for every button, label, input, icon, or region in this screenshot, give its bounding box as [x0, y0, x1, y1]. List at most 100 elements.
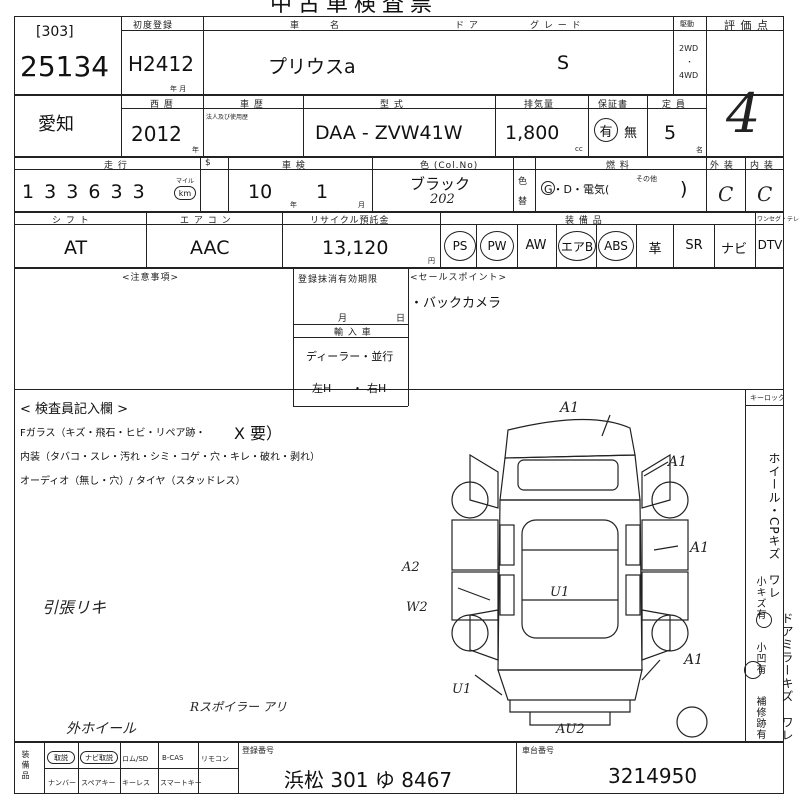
- interior-label: 内 装: [750, 161, 774, 171]
- page-title: 中古車検査票: [270, 0, 439, 17]
- aircon-value: AAC: [190, 237, 230, 259]
- damage-a1-right-3: A1: [684, 652, 704, 668]
- color-change-2: 替: [518, 197, 528, 207]
- first-reg-label: 初度登録: [133, 21, 174, 31]
- import-dot: ・: [352, 382, 363, 395]
- displacement-label: 排気量: [524, 100, 555, 110]
- footer-equip-label: 装 備 品: [21, 750, 30, 780]
- plate-label: 登録番号: [242, 746, 274, 755]
- tv-label: ワンセグ・テレビ: [757, 216, 800, 223]
- damage-u1-center: U1: [550, 585, 570, 600]
- row-notes: [14, 268, 784, 390]
- model-label: 型 式: [380, 100, 404, 110]
- mileage-label: 走 行: [104, 161, 128, 171]
- inspection-month: 1: [316, 181, 329, 203]
- history-label: 車 歴: [240, 100, 264, 110]
- inspector-line-1: Fガラス（キズ・飛石・ヒビ・リペア跡・: [20, 428, 206, 439]
- capacity-value: 5: [664, 122, 677, 144]
- score-value: 4: [726, 82, 761, 145]
- first-reg-value: H2412: [128, 52, 194, 76]
- sales-point-item: ・バックカメラ: [410, 296, 502, 311]
- row-basic-info: [14, 16, 784, 95]
- color-code: 202: [430, 192, 455, 207]
- right-strip-circle: [756, 612, 772, 628]
- inspector-line-2: 内装（タバコ・スレ・汚れ・シミ・コゲ・穴・キレ・破れ・剥れ）: [20, 452, 320, 463]
- right-strip-sub1: 小キズ有: [754, 576, 765, 620]
- equip-leather: 革: [648, 242, 662, 257]
- inspector-label: < 検査員記入欄 >: [20, 402, 129, 417]
- inspection-label: 車 検: [282, 161, 306, 171]
- equip-navi: ナビ: [720, 242, 747, 257]
- aircon-label: エ ア コ ン: [180, 216, 232, 226]
- row-mileage-info: [14, 157, 784, 212]
- fuel-close: ): [680, 178, 688, 200]
- inspection-year: 10: [248, 181, 273, 203]
- fuel-gas-circle: [541, 181, 555, 195]
- damage-a2: A2: [402, 560, 420, 575]
- warranty-yes: 有: [594, 118, 618, 142]
- reg-expiry-label: 登録抹消有効期限: [298, 275, 379, 285]
- first-reg-sub: 年 月: [170, 85, 187, 93]
- grade-label: グ レ ー ド: [530, 21, 582, 31]
- displacement-value: 1,800: [505, 122, 560, 144]
- recycle-label: リサイクル預託金: [310, 216, 390, 226]
- warranty-label: 保証書: [598, 100, 629, 110]
- chassis-value: 3214950: [608, 764, 698, 788]
- color-label: 色 (Col.No): [420, 161, 479, 171]
- recycle-value: 13,120: [322, 237, 389, 259]
- mileage-unit-km: km: [174, 186, 196, 200]
- year-value: 2012: [131, 122, 182, 146]
- color-value: ブラック: [410, 175, 471, 193]
- dollar-label: $: [205, 158, 212, 168]
- right-strip-sub2: 小凹有: [754, 642, 765, 675]
- damage-a1-top: A1: [560, 400, 580, 416]
- footer-item-smart-key: スマートキー: [160, 779, 202, 787]
- grade-value: S: [557, 52, 570, 74]
- equip-tv: DTV: [757, 238, 783, 252]
- year-label: 西 暦: [150, 100, 174, 110]
- capacity-unit: 名: [696, 146, 703, 154]
- capacity-label: 定 員: [662, 100, 686, 110]
- footer-row: [14, 742, 784, 794]
- footer-item-keyless: キーレス: [122, 779, 150, 787]
- key-lock-label: キーロック: [750, 394, 785, 402]
- recycle-unit: 円: [428, 257, 435, 265]
- equip-aw: AW: [525, 238, 547, 253]
- right-strip-circle-2: [744, 661, 762, 679]
- damage-au2: AU2: [556, 722, 585, 737]
- model-value: DAA - ZVW41W: [315, 122, 463, 144]
- import-right: 右H: [367, 382, 387, 395]
- inspector-line-3: オーディオ（無し・穴）/ タイヤ（スタッドレス）: [20, 476, 246, 487]
- chassis-label: 車台番号: [522, 746, 554, 755]
- fuel-label: 燃 料: [606, 161, 630, 171]
- equip-airbag: エアB: [558, 231, 596, 261]
- equip-abs: ABS: [598, 231, 634, 261]
- equip-sr: SR: [685, 238, 703, 253]
- inspector-line-1-mark: X 要）: [234, 424, 283, 443]
- lot-code: [303]: [36, 24, 74, 40]
- inspector-area: [14, 390, 784, 742]
- right-strip-wheel: ホイール・CPキズ ワレ: [767, 452, 781, 600]
- car-name-label: 車 名: [290, 21, 341, 31]
- damage-u1-bottom: U1: [452, 682, 472, 697]
- handwritten-note-2: Rスポイラー アリ: [190, 700, 287, 714]
- warranty-no: 無: [624, 126, 638, 141]
- footer-item-bcas: B-CAS: [162, 754, 184, 762]
- import-left: 左H: [312, 382, 332, 395]
- handwritten-note-3: 外ホイール: [66, 721, 136, 737]
- year-unit: 年: [192, 146, 199, 154]
- fuel-other: その他: [636, 175, 657, 183]
- handwritten-note-1: 引張リキ: [42, 598, 107, 617]
- color-change-1: 色: [518, 177, 528, 187]
- lot-number: 25134: [20, 50, 110, 83]
- score-label: 評 価 点: [724, 19, 769, 32]
- shift-label: シ フ ト: [52, 216, 90, 226]
- region-value: 愛知: [38, 114, 74, 135]
- car-name-value: プリウスa: [268, 56, 356, 78]
- footer-item-manual: 取説: [47, 751, 75, 764]
- mileage-unit-mile: マイル: [176, 178, 195, 185]
- equip-pw: PW: [480, 231, 514, 261]
- plate-value: 浜松 301 ゆ 8467: [284, 768, 453, 792]
- footer-item-plate: ナンバー: [48, 779, 76, 787]
- exterior-label: 外 装: [710, 161, 734, 171]
